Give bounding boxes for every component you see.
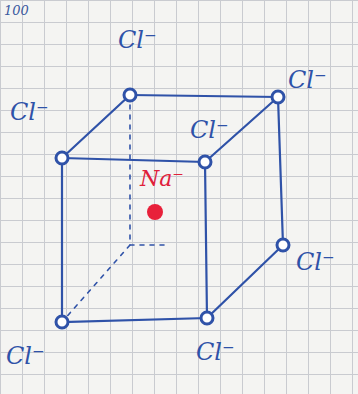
ion-dot (277, 239, 289, 251)
cube-edge (207, 245, 283, 318)
ion-dot (124, 89, 136, 101)
ion-dot (56, 316, 68, 328)
cation-label: Na⁻ (140, 168, 184, 190)
cube-back-edges (130, 95, 283, 245)
center-ion-dot (147, 204, 163, 220)
ion-dot (272, 91, 284, 103)
ion-dot (199, 156, 211, 168)
cube-edge (62, 95, 130, 158)
anion-label: Cl⁻ (118, 28, 157, 52)
ion-dot (201, 312, 213, 324)
hidden-edge (129, 95, 131, 245)
anion-label: Cl⁻ (6, 344, 45, 368)
anion-label: Cl⁻ (288, 68, 327, 92)
anion-label: Cl⁻ (196, 340, 235, 364)
anion-label: Cl⁻ (10, 100, 49, 124)
ion-dot (56, 152, 68, 164)
hidden-edge (130, 244, 170, 246)
hidden-edge (62, 245, 130, 322)
anion-label: Cl⁻ (190, 118, 229, 142)
page-number: 100 (4, 4, 29, 17)
cube-front-face (62, 158, 207, 322)
anion-label: Cl⁻ (296, 250, 335, 274)
